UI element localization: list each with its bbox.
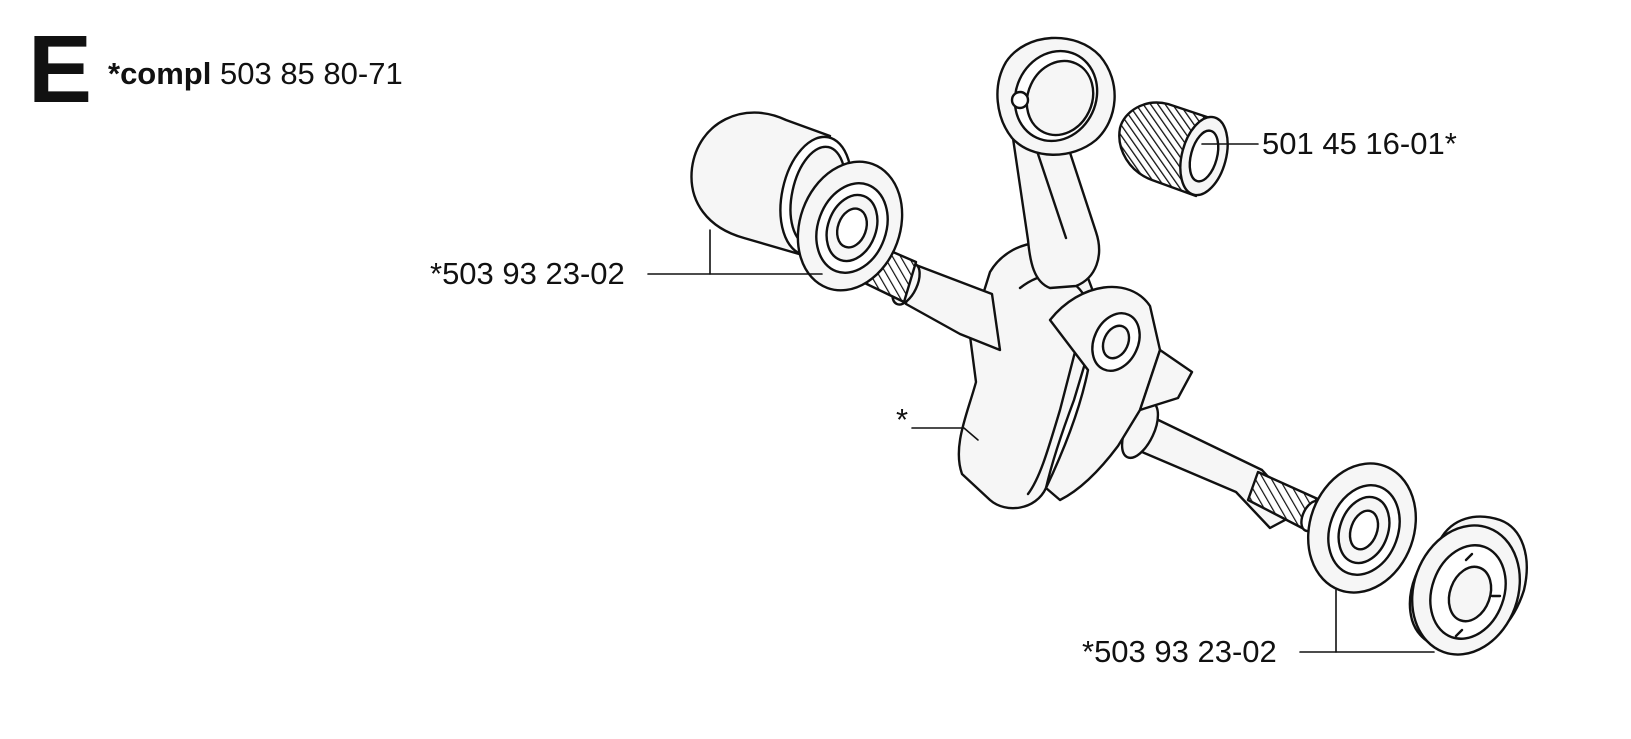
callout-needle-bearing: 501 45 16-01* (1262, 126, 1457, 161)
callout-crankshaft: * (896, 402, 909, 437)
assembly-part-number: 503 85 80-71 (219, 56, 403, 91)
assembly-title-prefix: *compl (108, 56, 212, 91)
right-ball-bearing (1306, 462, 1418, 594)
needle-bearing (1118, 101, 1229, 198)
right-seal-ring (1408, 515, 1528, 656)
section-letter: E (28, 16, 92, 123)
callout-left-bearing-set: *503 93 23-02 (430, 256, 625, 291)
callout-right-bearing-set: *503 93 23-02 (1082, 634, 1277, 669)
leader-lines (647, 143, 1435, 653)
crankshaft-output-stub (1120, 400, 1324, 533)
left-ball-bearing (796, 160, 904, 292)
assembly-title: *compl 503 85 80-71 (108, 58, 403, 89)
connecting-rod (996, 36, 1116, 290)
